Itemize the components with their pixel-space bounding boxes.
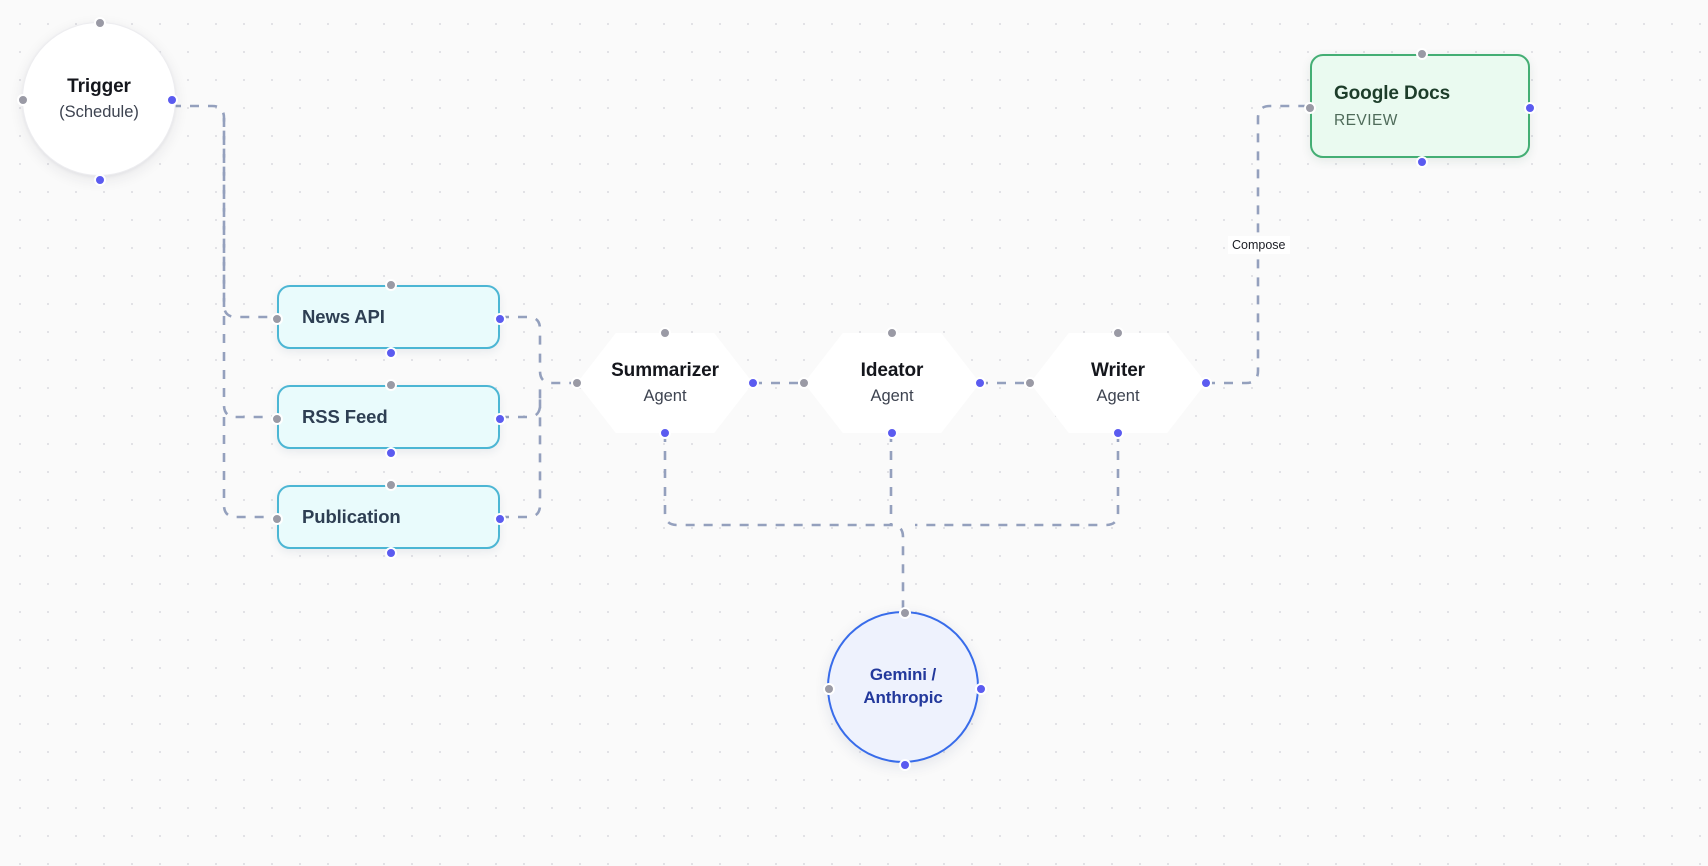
port-publication-left[interactable] bbox=[271, 513, 283, 525]
port-rss-feed-left[interactable] bbox=[271, 413, 283, 425]
port-news-api-bottom[interactable] bbox=[385, 347, 397, 359]
port-writer-right[interactable] bbox=[1200, 377, 1212, 389]
port-google-docs-top[interactable] bbox=[1416, 48, 1428, 60]
node-writer-wrapper[interactable]: Writer Agent bbox=[1024, 327, 1212, 439]
port-writer-top[interactable] bbox=[1112, 327, 1124, 339]
node-news-api-title: News API bbox=[302, 306, 385, 327]
node-writer-subtitle: Agent bbox=[1096, 387, 1140, 405]
port-google-docs-left[interactable] bbox=[1304, 102, 1316, 114]
node-ideator[interactable]: Ideator Agent bbox=[804, 333, 980, 433]
port-rss-feed-bottom[interactable] bbox=[385, 447, 397, 459]
node-rss-feed[interactable]: RSS Feed bbox=[271, 379, 506, 459]
port-llm-left[interactable] bbox=[823, 683, 835, 695]
port-news-api-right[interactable] bbox=[494, 313, 506, 325]
node-writer-title: Writer bbox=[1091, 360, 1145, 381]
port-ideator-left[interactable] bbox=[798, 377, 810, 389]
edge-newsapi-to-summarizer bbox=[500, 315, 577, 385]
port-news-api-left[interactable] bbox=[271, 313, 283, 325]
node-google-docs[interactable]: Google Docs REVIEW bbox=[1304, 48, 1536, 168]
port-trigger-right[interactable] bbox=[166, 94, 178, 106]
port-trigger-bottom[interactable] bbox=[94, 174, 106, 186]
edge-trigger-to-rssfeed bbox=[222, 118, 277, 419]
node-llm-gemini-anthropic[interactable]: Gemini / Anthropic bbox=[823, 607, 987, 771]
node-llm-title-line1: Gemini / bbox=[869, 665, 937, 685]
port-publication-bottom[interactable] bbox=[385, 547, 397, 559]
port-ideator-right[interactable] bbox=[974, 377, 986, 389]
port-llm-bottom[interactable] bbox=[899, 759, 911, 771]
node-llm-title: Gemini / Anthropic bbox=[863, 664, 942, 710]
edge-trigger-to-publication bbox=[222, 417, 277, 519]
node-summarizer-subtitle: Agent bbox=[643, 387, 687, 405]
port-trigger-top[interactable] bbox=[94, 17, 106, 29]
node-summarizer-wrapper[interactable]: Summarizer Agent bbox=[571, 327, 759, 439]
node-ideator-subtitle: Agent bbox=[870, 387, 914, 405]
edge-trigger-to-newsapi bbox=[172, 104, 277, 319]
port-publication-right[interactable] bbox=[494, 513, 506, 525]
port-google-docs-bottom[interactable] bbox=[1416, 156, 1428, 168]
node-google-docs-status: REVIEW bbox=[1334, 111, 1398, 129]
node-news-api[interactable]: News API bbox=[271, 279, 506, 359]
node-summarizer[interactable]: Summarizer Agent bbox=[577, 333, 753, 433]
node-publication[interactable]: Publication bbox=[271, 479, 506, 559]
port-google-docs-right[interactable] bbox=[1524, 102, 1536, 114]
port-rss-feed-top[interactable] bbox=[385, 379, 397, 391]
node-ideator-wrapper[interactable]: Ideator Agent bbox=[798, 327, 986, 439]
edge-writer-to-llm bbox=[915, 433, 1120, 527]
port-writer-left[interactable] bbox=[1024, 377, 1036, 389]
port-llm-top[interactable] bbox=[899, 607, 911, 619]
node-summarizer-title: Summarizer bbox=[611, 360, 719, 381]
port-writer-bottom[interactable] bbox=[1112, 427, 1124, 439]
node-trigger[interactable]: Trigger (Schedule) bbox=[17, 17, 178, 186]
node-ideator-title: Ideator bbox=[860, 360, 924, 381]
node-trigger-title: Trigger bbox=[67, 76, 131, 97]
port-news-api-top[interactable] bbox=[385, 279, 397, 291]
port-summarizer-top[interactable] bbox=[659, 327, 671, 339]
port-llm-right[interactable] bbox=[975, 683, 987, 695]
edge-summarizer-to-llm bbox=[663, 433, 905, 611]
port-ideator-top[interactable] bbox=[886, 327, 898, 339]
node-publication-title: Publication bbox=[302, 506, 401, 527]
port-summarizer-left[interactable] bbox=[571, 377, 583, 389]
port-summarizer-bottom[interactable] bbox=[659, 427, 671, 439]
node-trigger-subtitle: (Schedule) bbox=[59, 103, 139, 121]
port-ideator-bottom[interactable] bbox=[886, 427, 898, 439]
port-trigger-left[interactable] bbox=[17, 94, 29, 106]
node-rss-feed-title: RSS Feed bbox=[302, 406, 388, 427]
port-publication-top[interactable] bbox=[385, 479, 397, 491]
port-rss-feed-right[interactable] bbox=[494, 413, 506, 425]
edge-label-compose: Compose bbox=[1228, 236, 1290, 254]
node-google-docs-title: Google Docs bbox=[1334, 82, 1451, 104]
port-summarizer-right[interactable] bbox=[747, 377, 759, 389]
node-writer[interactable]: Writer Agent bbox=[1030, 333, 1206, 433]
node-llm-title-line2: Anthropic bbox=[863, 688, 943, 707]
edge-rssfeed-to-summarizer bbox=[500, 383, 542, 419]
edge-publication-to-summarizer bbox=[500, 395, 542, 519]
